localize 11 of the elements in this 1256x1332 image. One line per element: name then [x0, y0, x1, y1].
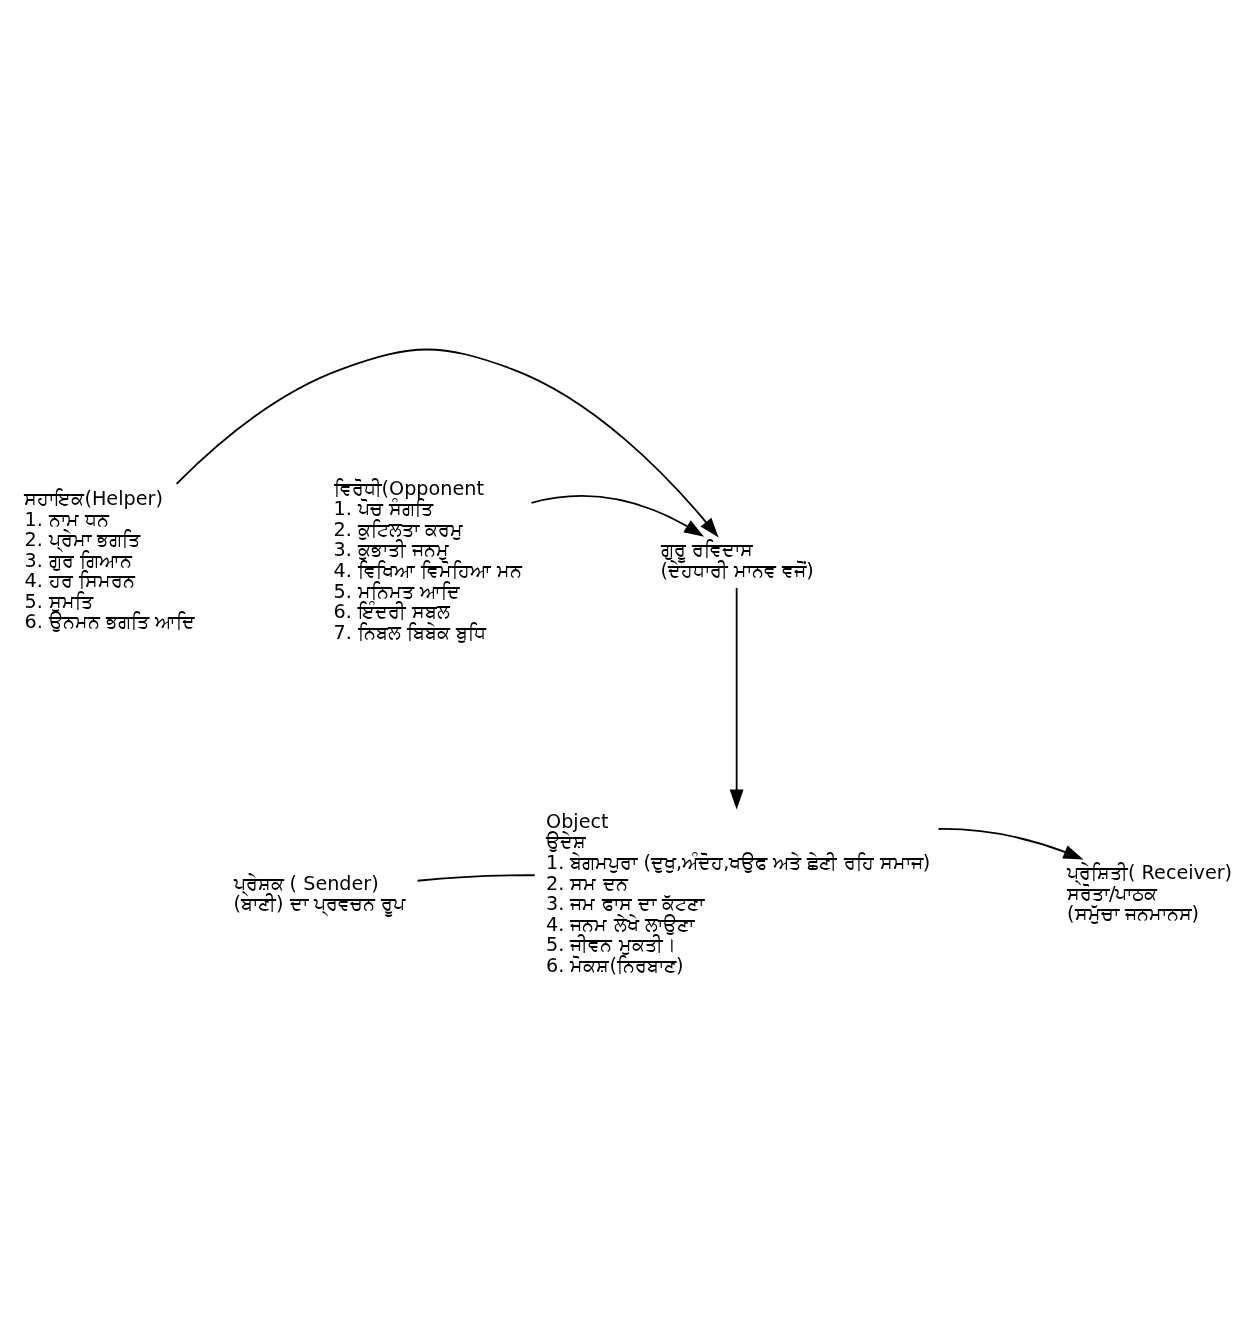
node-text: ਪ੍ਰੇਸ਼ਿਤੀ( Receiver) ਸਰੋਤਾ/ਪਾਠਕ (ਸਮੁੱਚਾ ਜਨਮਾਨਸ): [1067, 861, 1233, 926]
node-text: Object ਉਦੇਸ਼ 1. ਬੇਗਮਪੁਰਾ (ਦੁਖੁ,ਅੰਦੋਹ,ਖਉਫ ਅਤੇ ਛੇਣੀ ਰਹਿ ਸਮਾਜ) 2. ਸਮ ਦਨ 3. ਜਮ ਫਾਸ ਦਾ ਕੱਟਣਾ 4. ਜਨਮ ਲੇਖੇ ਲਾਉਣਾ 5. ਜੀਵਨ ਮੁਕਤੀ। 6. ਮੋਕਸ਼(ਨਿਰਬਾਣ): [546, 809, 931, 977]
node-text: ਗੁਰੂ ਰਵਿਦਾਸ (ਦੇਹਧਾਰੀ ਮਾਨਵ ਵਜੋਂ): [660, 538, 814, 583]
node-text: ਸਹਾਇਕ(Helper) 1. ਨਾਮ ਧਨ 2. ਪ੍ਰੇਮਾ ਭਗਤਿ 3. ਗੁਰ ਗਿਆਨ 4. ਹਰ ਸਿਮਰਨ 5. ਸੁਮਤਿ 6. ਉਨਮਨ ਭਗਤਿ ਆਦਿ: [24, 487, 196, 634]
arrow: [175, 348, 719, 538]
arrow: [530, 494, 705, 537]
node-text: ਪ੍ਰੇਸ਼ਕ ( Sender) (ਬਾਣੀ) ਦਾ ਪ੍ਰਵਚਨ ਰੂਪ: [233, 871, 405, 916]
arrow: [937, 828, 1084, 860]
connector: [416, 874, 536, 882]
node-text: ਵਿਰੋਧੀ(Opponent 1. ਪੋਚ ਸੰਗਤਿ 2. ਕੁਟਿਲਤਾ ਕਰਮੁ 3. ਕੁਭਾਤੀ ਜਨਮੁ 4. ਵਿਖਿਆ ਵਿਮੋਹਿਆ ਮਨ 5. ਮਨਿਮਤ ਆਦਿ 6. ਇੰਦਰੀ ਸਬਲ 7. ਨਿਬਲ ਬਿਬੇਕ ਬੁਧਿ: [333, 476, 523, 644]
arrow: [729, 586, 744, 810]
